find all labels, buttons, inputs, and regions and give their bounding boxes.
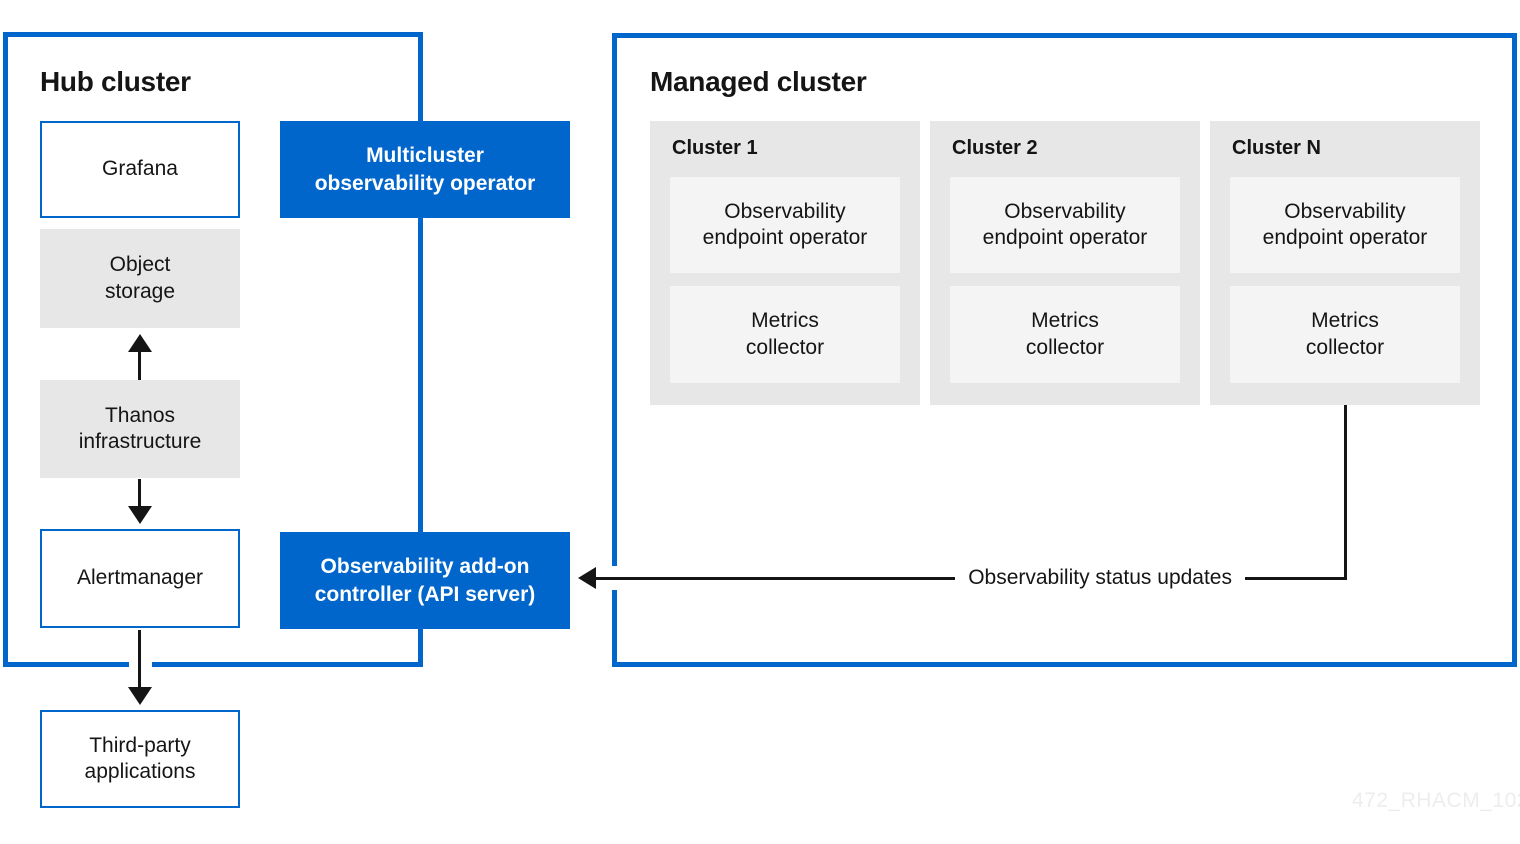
hub-cluster-box — [3, 32, 423, 667]
arrowhead-up — [128, 334, 152, 352]
cluster-1-observability-endpoint-operator: Observability endpoint operator — [670, 177, 900, 273]
node-object-storage: Object storage — [40, 229, 240, 328]
cluster-n-metrics-collector: Metrics collector — [1230, 286, 1460, 383]
arrowhead-left — [578, 567, 596, 589]
status-updates-label: Observability status updates — [968, 566, 1232, 589]
managed-cluster-title: Managed cluster — [650, 66, 867, 97]
cluster-2-metrics-collector: Metrics collector — [950, 286, 1180, 383]
arrowhead-down — [128, 506, 152, 524]
node-thanos-infrastructure: Thanos infrastructure — [40, 380, 240, 478]
operator-box-multicluster-observability: Multicluster observability operator — [280, 121, 570, 218]
arrow-line — [138, 479, 141, 506]
hub-cluster-title: Hub cluster — [40, 66, 191, 97]
node-grafana: Grafana — [40, 121, 240, 218]
managed-cluster-box — [612, 33, 1517, 667]
cluster-2-header: Cluster 2 — [952, 137, 1038, 159]
connector-line-left — [596, 576, 956, 580]
status-connector-row: Observability status updates — [596, 566, 1347, 590]
node-third-party-applications: Third-party applications — [40, 710, 240, 808]
cluster-n-observability-endpoint-operator: Observability endpoint operator — [1230, 177, 1460, 273]
watermark-text: 472_RHACM_1023 — [1352, 789, 1520, 812]
arrowhead-down — [128, 687, 152, 705]
arrow-line — [138, 351, 141, 380]
cluster-n-header: Cluster N — [1232, 137, 1321, 159]
arrow-line — [138, 630, 141, 687]
connector-vertical-line — [1344, 405, 1347, 579]
node-alertmanager: Alertmanager — [40, 529, 240, 628]
cluster-2-observability-endpoint-operator: Observability endpoint operator — [950, 177, 1180, 273]
connector-line-right — [1245, 576, 1347, 580]
cluster-1-header: Cluster 1 — [672, 137, 758, 159]
operator-box-observability-addon-controller: Observability add-on controller (API ser… — [280, 532, 570, 629]
cluster-1-metrics-collector: Metrics collector — [670, 286, 900, 383]
